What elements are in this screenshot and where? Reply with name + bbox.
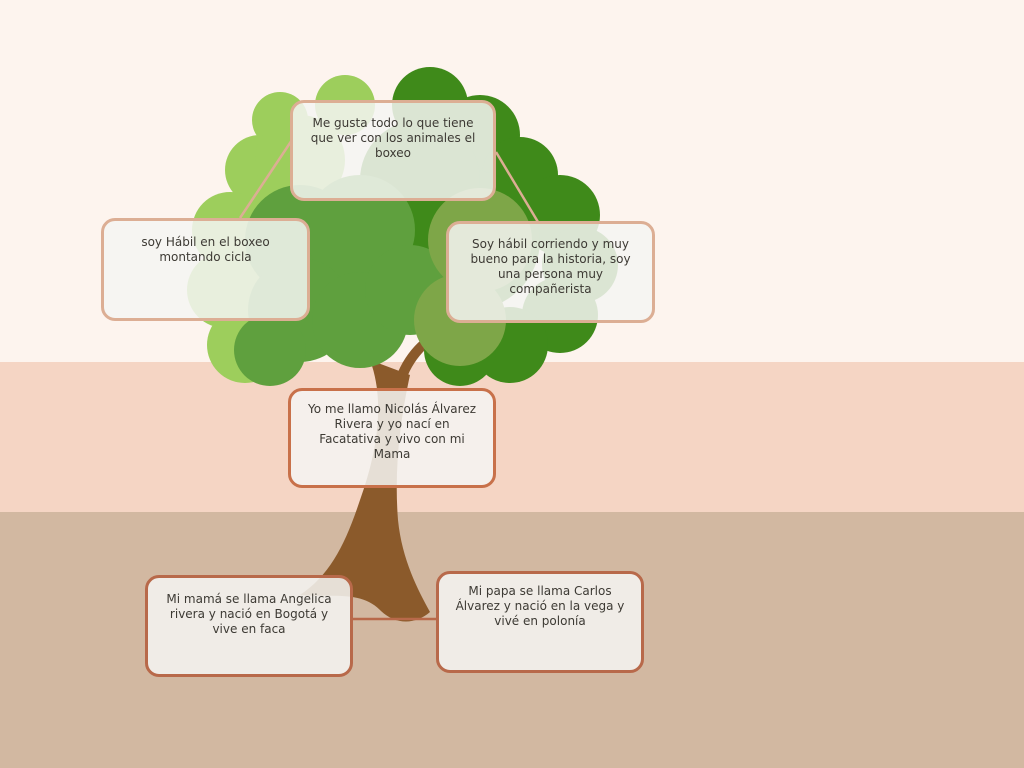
card-identity: Yo me llamo Nicolás Álvarez Rivera y yo … (288, 388, 496, 488)
connector-line (494, 151, 540, 223)
card-father: Mi papa se llama Carlos Álvarez y nació … (436, 571, 644, 673)
card-skills-running: Soy hábil corriendo y muy bueno para la … (446, 221, 655, 323)
connector-line (238, 139, 294, 219)
card-likes: Me gusta todo lo que tiene que ver con l… (290, 100, 496, 201)
card-mother: Mi mamá se llama Angelica rivera y nació… (145, 575, 353, 677)
card-skills-boxing: soy Hábil en el boxeo montando cicla (101, 218, 310, 321)
background-wall (0, 362, 1024, 512)
